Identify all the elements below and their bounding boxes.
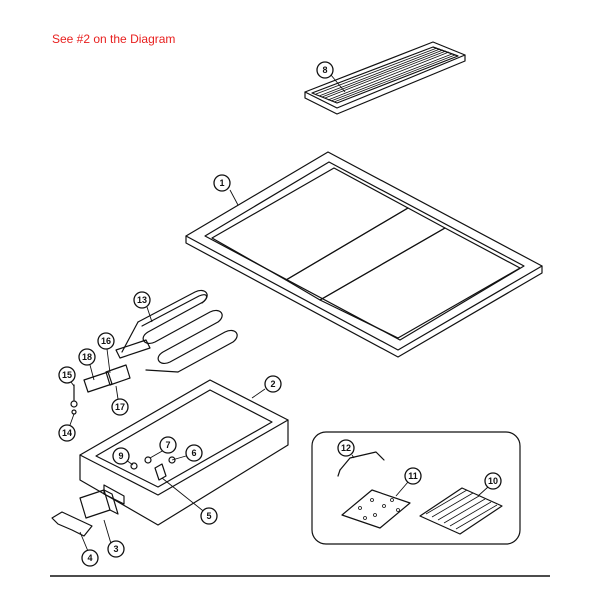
part-14-15-screw bbox=[70, 384, 78, 415]
diagram-caption: See #2 on the Diagram bbox=[52, 32, 176, 46]
callout-2-label: 2 bbox=[270, 379, 275, 389]
callout-4-label: 4 bbox=[87, 553, 92, 563]
callout-12-label: 12 bbox=[341, 443, 351, 453]
part-13-heating-element bbox=[115, 289, 238, 373]
callout-17-label: 17 bbox=[115, 402, 125, 412]
part-3-bracket bbox=[79, 489, 119, 519]
accessory-inset-box bbox=[311, 431, 521, 545]
callout-9: 9 bbox=[112, 447, 130, 465]
callout-12: 12 bbox=[337, 439, 355, 457]
callout-11-label: 11 bbox=[408, 471, 418, 481]
callout-16: 16 bbox=[97, 332, 115, 350]
callout-13-label: 13 bbox=[137, 295, 147, 305]
callout-1-label: 1 bbox=[219, 178, 224, 188]
part-1-cooktop bbox=[185, 151, 543, 358]
callout-18-label: 18 bbox=[82, 352, 92, 362]
callout-16-label: 16 bbox=[101, 336, 111, 346]
callout-14: 14 bbox=[58, 424, 76, 442]
part-8-grill-grate bbox=[304, 41, 466, 115]
callout-4: 4 bbox=[81, 549, 99, 567]
callout-8-label: 8 bbox=[322, 65, 327, 75]
callout-18: 18 bbox=[78, 348, 96, 366]
callout-2: 2 bbox=[264, 375, 282, 393]
callout-13: 13 bbox=[133, 291, 151, 309]
callout-6-label: 6 bbox=[191, 448, 196, 458]
callout-9-label: 9 bbox=[118, 451, 123, 461]
callout-7: 7 bbox=[159, 436, 177, 454]
callout-15-label: 15 bbox=[62, 370, 72, 380]
callout-5: 5 bbox=[200, 507, 218, 525]
callout-3: 3 bbox=[107, 540, 125, 558]
callout-7-label: 7 bbox=[165, 440, 170, 450]
leader-lines bbox=[69, 74, 489, 557]
callout-10-label: 10 bbox=[488, 476, 498, 486]
callout-8: 8 bbox=[316, 61, 334, 79]
callout-5-label: 5 bbox=[206, 511, 211, 521]
callout-10: 10 bbox=[484, 472, 502, 490]
part-5-6-7-9-hardware bbox=[130, 456, 176, 481]
part-16-17-18-terminal-block bbox=[83, 364, 131, 393]
callout-15: 15 bbox=[58, 366, 76, 384]
callout-3-label: 3 bbox=[113, 544, 118, 554]
callout-11: 11 bbox=[404, 467, 422, 485]
part-2-drip-pan bbox=[79, 379, 289, 526]
part-4-clip bbox=[51, 511, 93, 537]
callout-14-label: 14 bbox=[62, 428, 72, 438]
callout-17: 17 bbox=[111, 398, 129, 416]
callout-1: 1 bbox=[213, 174, 231, 192]
callout-6: 6 bbox=[185, 444, 203, 462]
